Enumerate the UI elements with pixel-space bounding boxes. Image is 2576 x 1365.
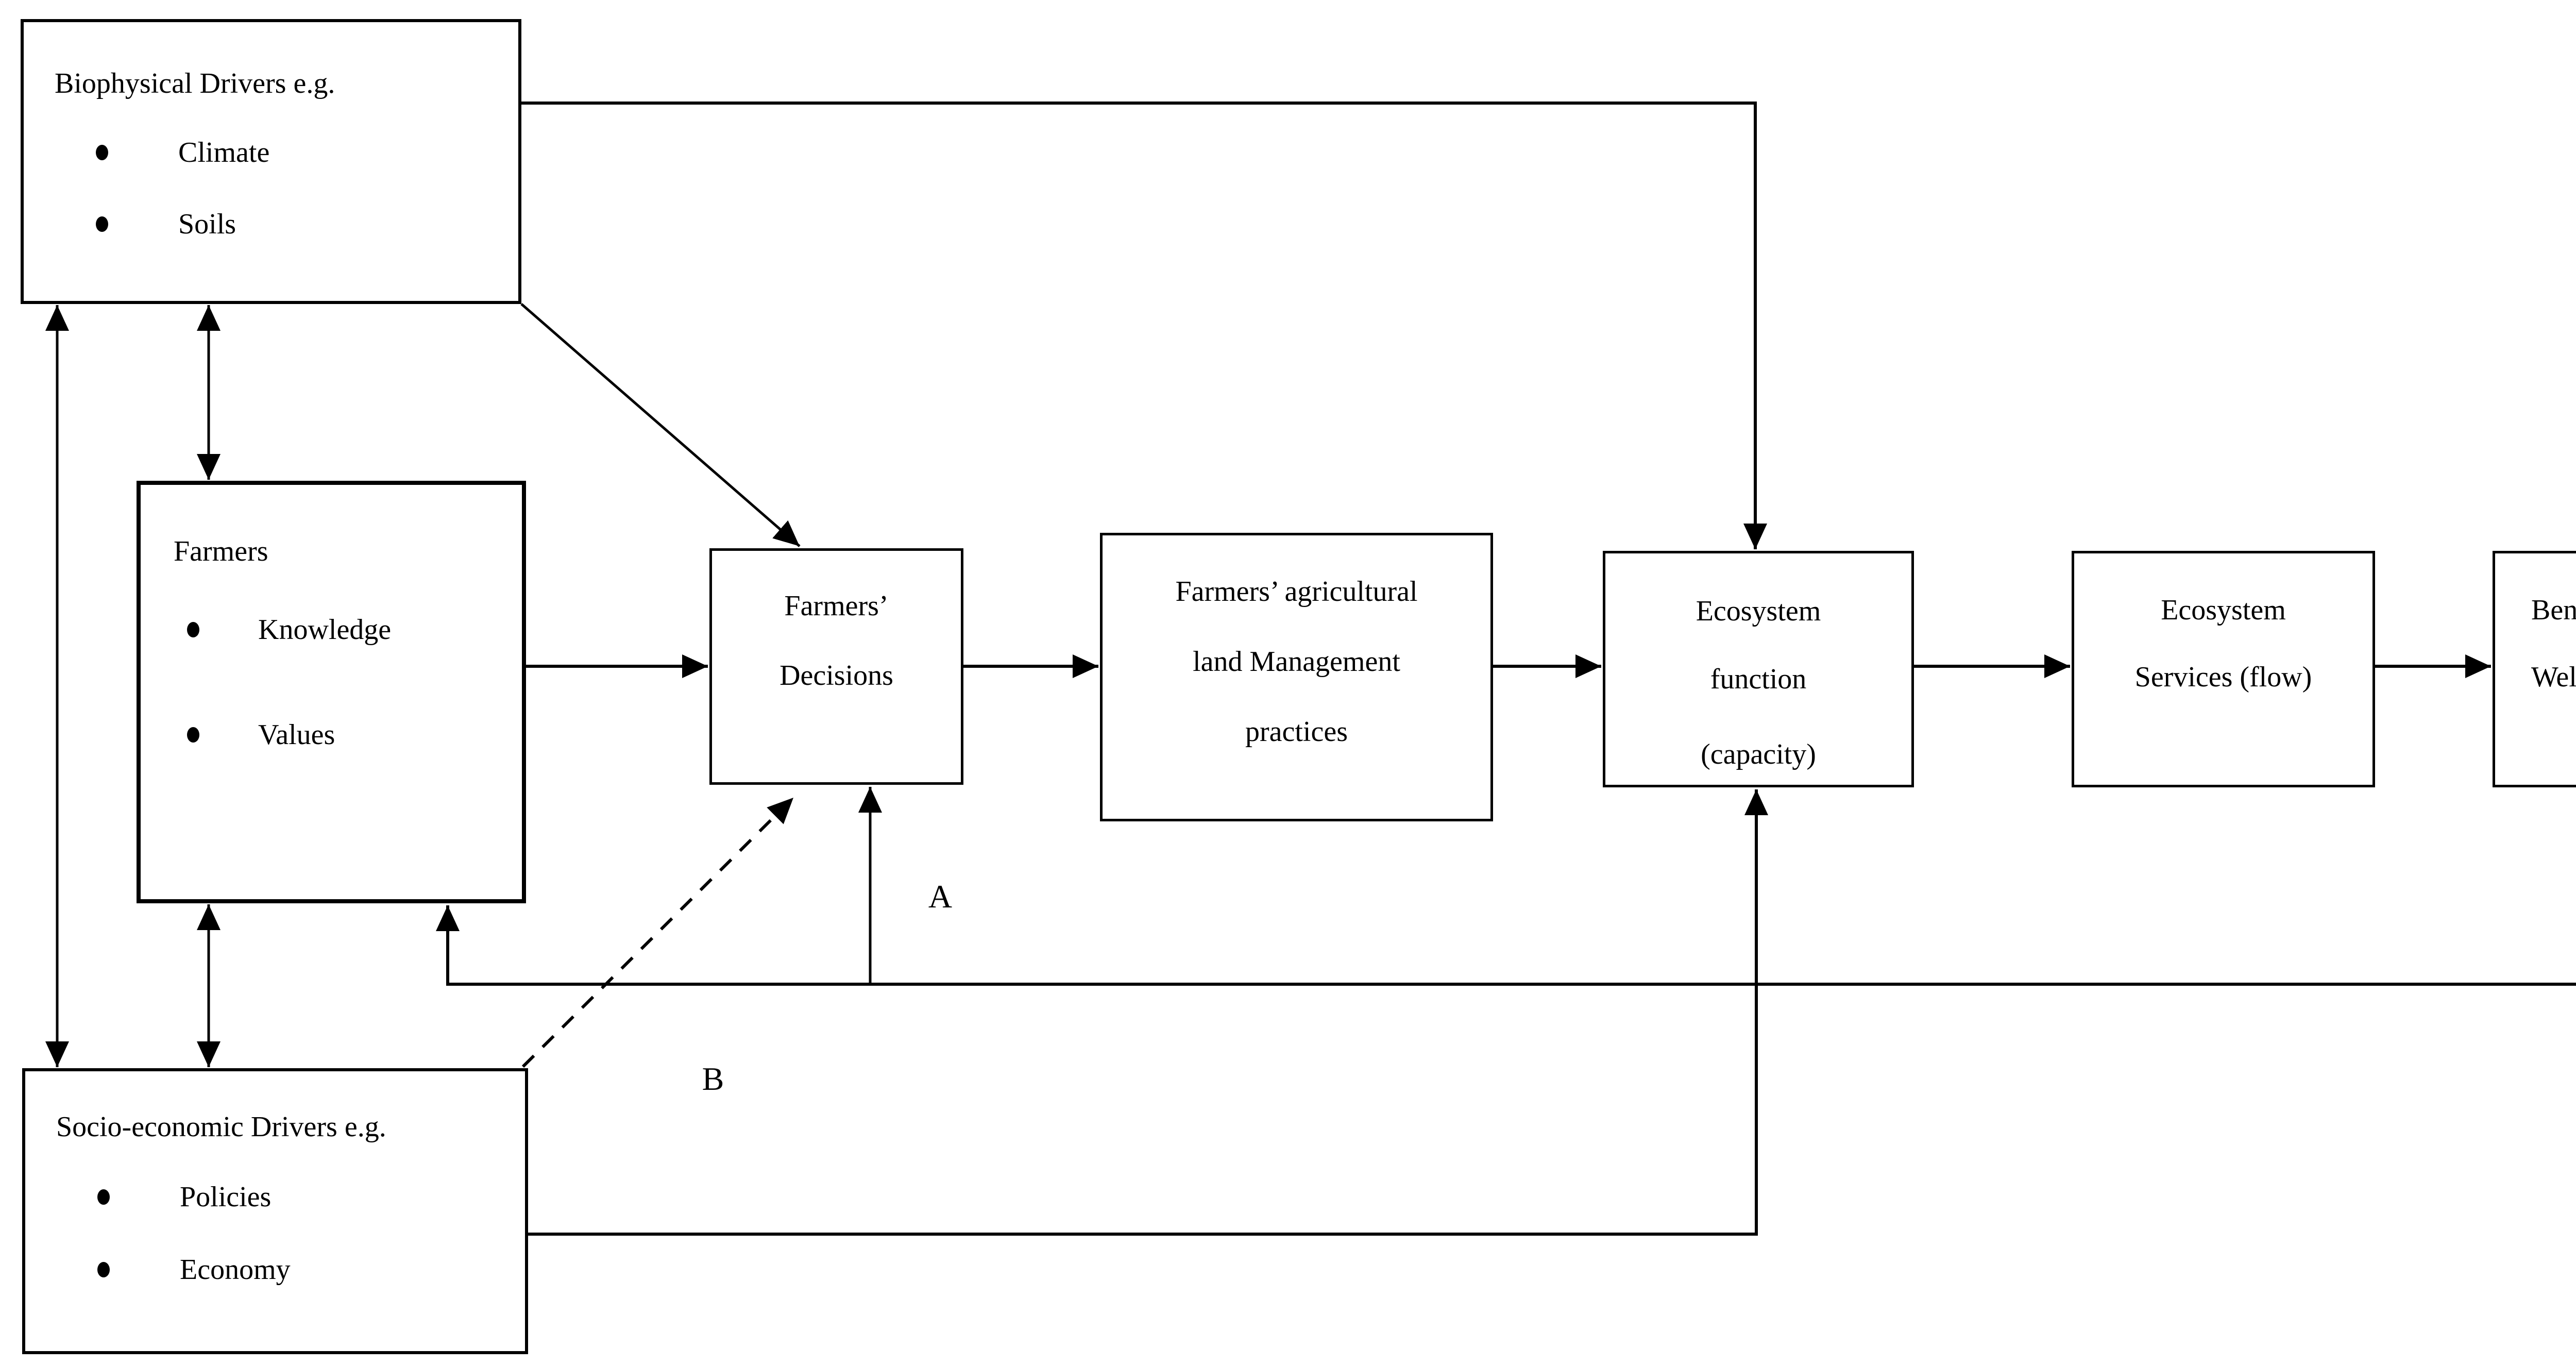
box-text-line: practices bbox=[1245, 716, 1348, 748]
bullet-icon bbox=[97, 1262, 110, 1277]
list-item: Knowledge bbox=[141, 613, 522, 647]
box-text-line: Services (flow) bbox=[2134, 661, 2312, 693]
arrow-socio-to-ecofunction bbox=[528, 789, 1768, 1236]
list-item: Climate bbox=[24, 136, 518, 170]
box-text-line: Benefits, bbox=[2531, 594, 2576, 626]
bullet-icon bbox=[97, 1189, 110, 1205]
box-biophysical-drivers: Biophysical Drivers e.g. Climate Soils bbox=[21, 19, 521, 304]
box-text-line: Ecosystem bbox=[2161, 594, 2286, 626]
arrow-biophysical-to-decisions bbox=[520, 303, 801, 547]
box-title: Socio-economic Drivers e.g. bbox=[56, 1111, 386, 1143]
box-text-line: function bbox=[1710, 663, 1807, 695]
list-item: Soils bbox=[24, 207, 518, 241]
list-item: Values bbox=[141, 718, 522, 752]
list-item: Policies bbox=[25, 1180, 525, 1214]
box-text-line: (capacity) bbox=[1701, 738, 1816, 770]
box-title: Farmers bbox=[174, 535, 268, 567]
bullet-label: Economy bbox=[180, 1254, 291, 1286]
bullet-icon bbox=[187, 727, 199, 743]
box-socioeconomic-drivers: Socio-economic Drivers e.g. Policies Eco… bbox=[22, 1068, 528, 1354]
box-text-line: Well-being bbox=[2531, 661, 2576, 693]
box-agricultural-land-management: Farmers’ agricultural land Management pr… bbox=[1100, 533, 1493, 821]
bullet-label: Knowledge bbox=[258, 614, 392, 646]
bullet-label: Climate bbox=[178, 137, 270, 168]
bullet-label: Soils bbox=[178, 208, 236, 240]
box-farmers-decisions: Farmers’ Decisions bbox=[709, 548, 963, 785]
bullet-icon bbox=[96, 216, 108, 232]
box-ecosystem-function: Ecosystem function (capacity) bbox=[1603, 551, 1914, 787]
box-title: Biophysical Drivers e.g. bbox=[55, 68, 335, 99]
box-text-line: Farmers’ agricultural bbox=[1175, 576, 1418, 608]
bullet-icon bbox=[187, 622, 199, 637]
bullet-icon bbox=[96, 145, 108, 160]
label-b: B bbox=[702, 1060, 724, 1097]
label-a: A bbox=[928, 878, 953, 915]
box-text-line: Decisions bbox=[779, 660, 893, 692]
box-farmers: Farmers Knowledge Values bbox=[137, 481, 526, 903]
box-ecosystem-services: Ecosystem Services (flow) bbox=[2072, 551, 2375, 787]
box-text-line: land Management bbox=[1193, 646, 1400, 678]
bullet-label: Values bbox=[258, 719, 335, 751]
box-text-line: Farmers’ bbox=[784, 590, 889, 622]
box-text-line: Ecosystem bbox=[1696, 595, 1821, 627]
arrow-dashed-socio-to-decisions bbox=[521, 796, 795, 1068]
list-item: Economy bbox=[25, 1253, 525, 1287]
bullet-label: Policies bbox=[180, 1181, 272, 1213]
arrow-biophysical-to-ecofunction bbox=[521, 102, 1767, 549]
arrow-benefits-feedback-to-farmers bbox=[436, 905, 2576, 986]
box-benefits-wellbeing: Benefits, Well-being bbox=[2493, 551, 2576, 787]
